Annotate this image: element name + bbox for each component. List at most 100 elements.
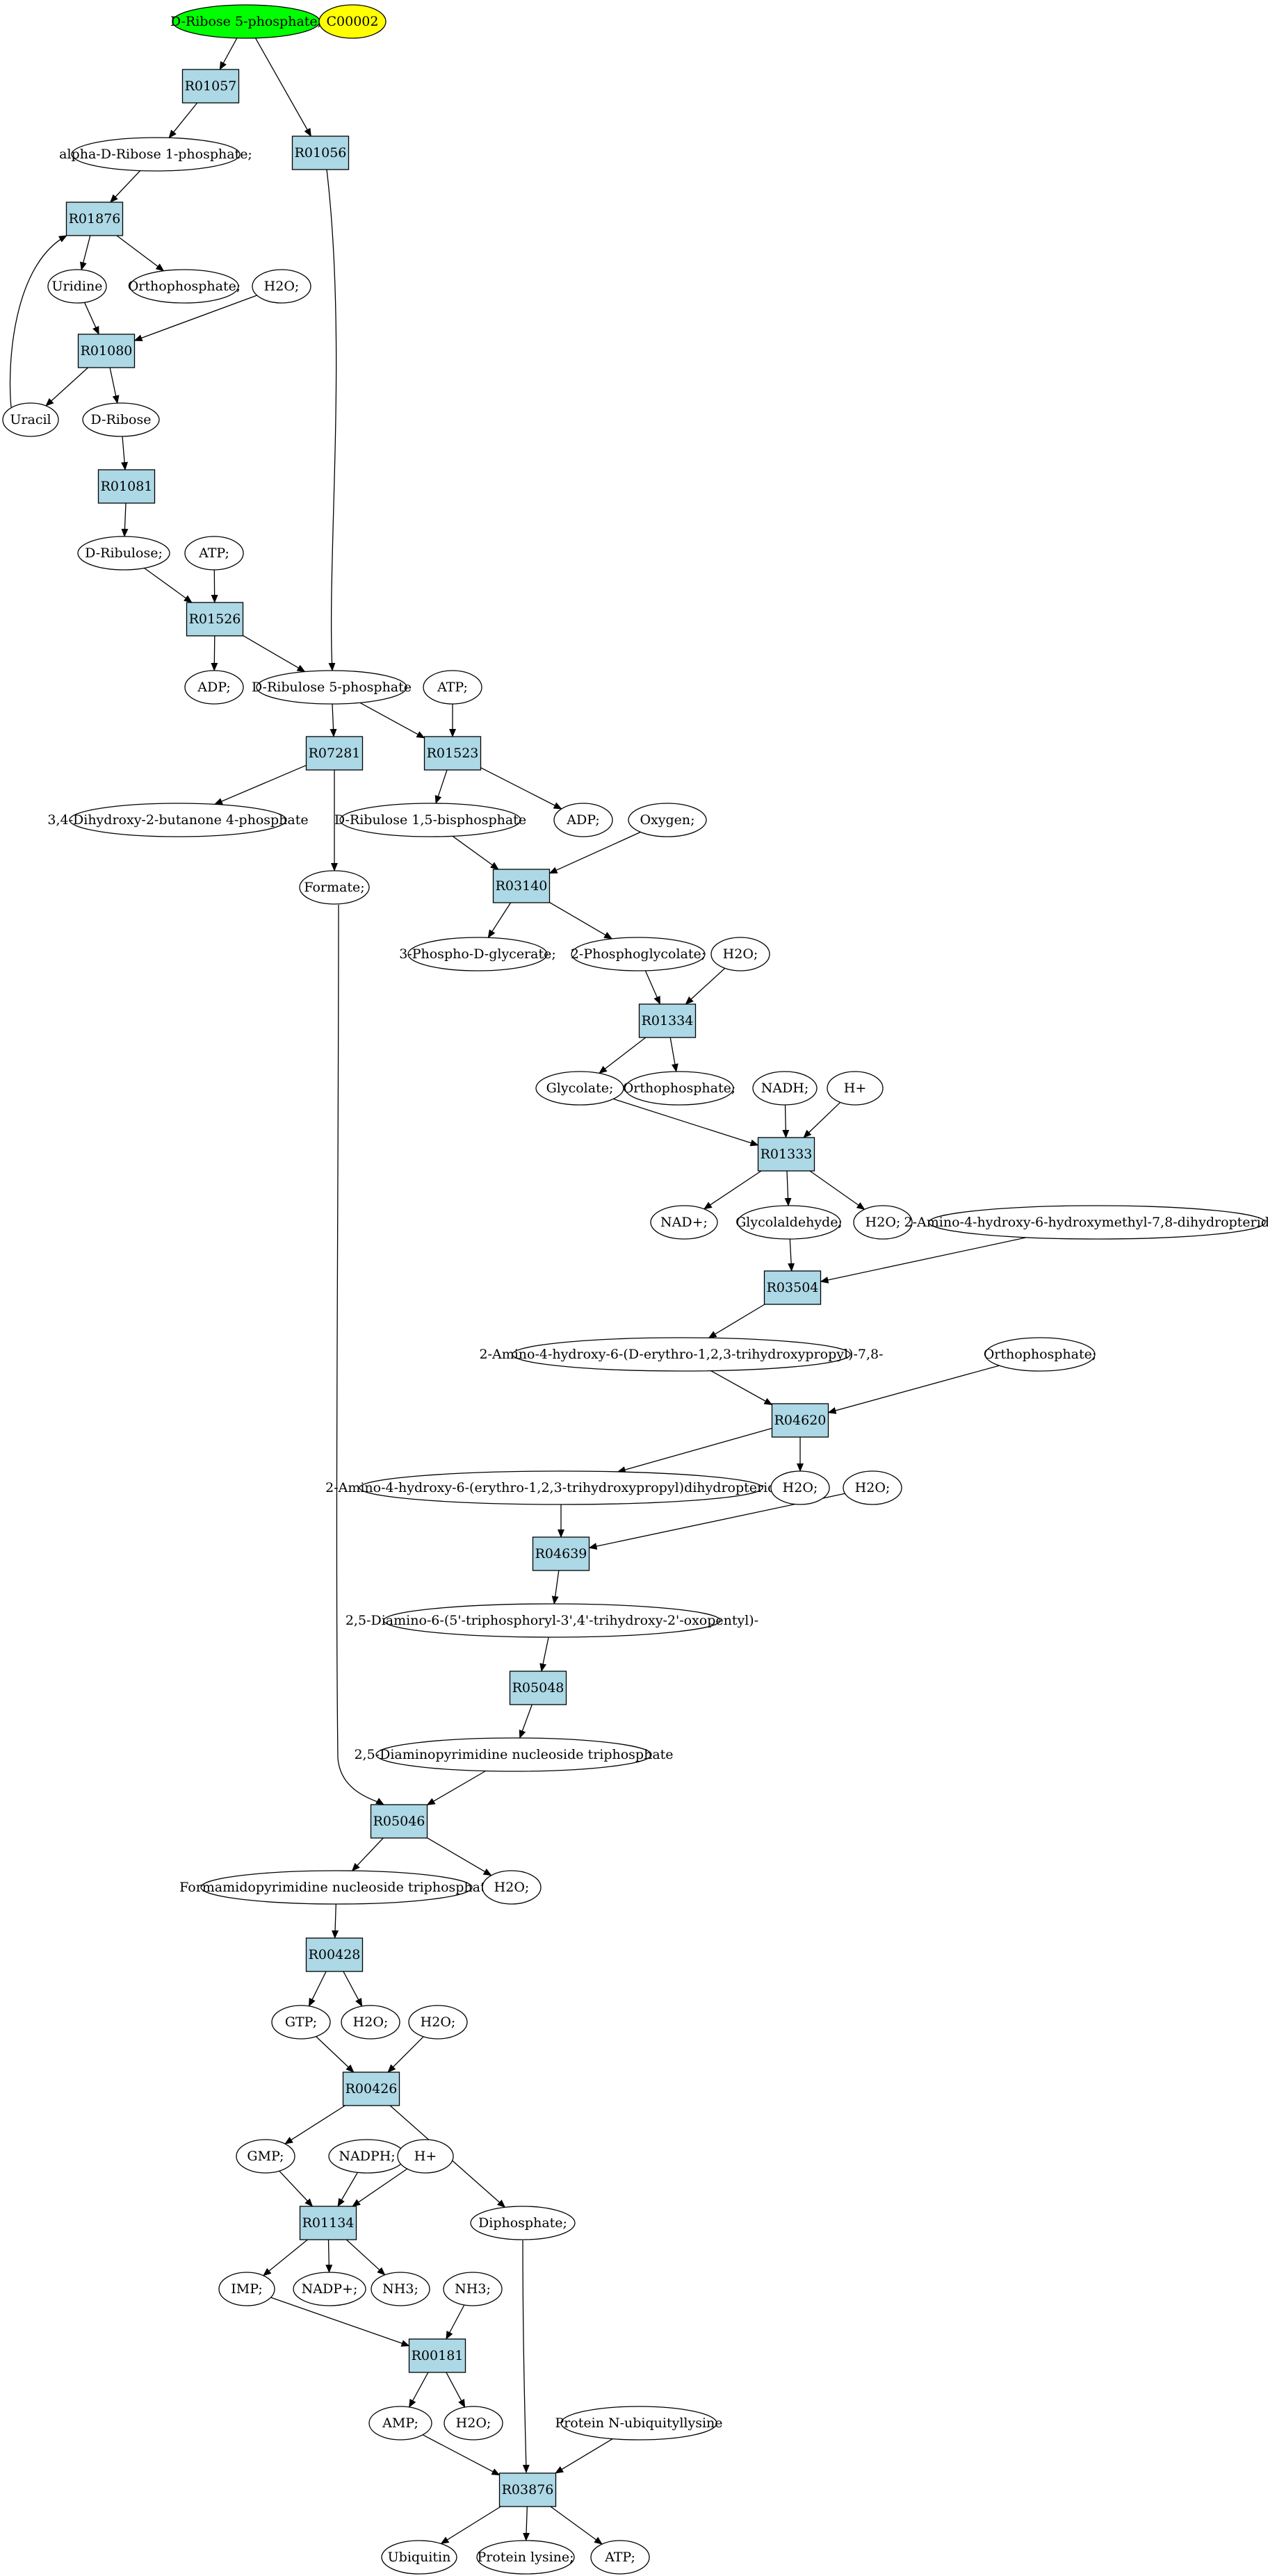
reaction-box <box>498 2472 557 2507</box>
compound-node-c-h2o5[interactable]: H2O; <box>843 1470 902 1505</box>
compound-node-c-nadplus[interactable]: NAD+; <box>650 1205 718 1240</box>
compound-node-c-adp2[interactable]: ADP; <box>553 803 613 837</box>
compound-node-c-gmp[interactable]: GMP; <box>236 2139 295 2174</box>
compound-node-c-ortho3[interactable]: Orthophosphate; <box>984 1337 1097 1372</box>
compound-node-c-h2o6[interactable]: H2O; <box>482 1870 542 1905</box>
reaction-node-r00426[interactable]: R00426 <box>342 2072 400 2106</box>
compound-node-c-fapnt[interactable]: Formamidopyrimidine nucleoside triphosph… <box>179 1870 494 1905</box>
compound-node-c-ortho1[interactable]: Orthophosphate; <box>128 269 241 304</box>
compound-node-c-ahtrihyd[interactable]: 2-Amino-4-hydroxy-6-(erythro-1,2,3-trihy… <box>325 1470 797 1505</box>
edge-r03876-to-c-atp3 <box>550 2506 603 2545</box>
compound-node-c-3pg[interactable]: 3-Phospho-D-glycerate; <box>399 937 556 971</box>
reaction-node-r01134[interactable]: R01134 <box>299 2206 357 2240</box>
compound-node-c-h2o9[interactable]: H2O; <box>444 2406 503 2440</box>
reaction-node-r01876[interactable]: R01876 <box>65 202 124 236</box>
compound-node-c-atp2[interactable]: ATP; <box>423 670 482 705</box>
compound-node-c-c00002[interactable]: C00002 <box>318 4 387 39</box>
compound-node-c-h2o1[interactable]: H2O; <box>252 269 311 304</box>
node-label: Formamidopyrimidine nucleoside triphosph… <box>179 1880 494 1895</box>
node-label: H2O; <box>494 1880 530 1895</box>
reaction-node-r01526[interactable]: R01526 <box>186 602 244 637</box>
reaction-node-r00428[interactable]: R00428 <box>305 1937 364 1972</box>
compound-node-c-ribulose5p[interactable]: D-Ribulose 5-phosphate <box>252 670 412 705</box>
compound-node-c-ubiquitin[interactable]: Ubiquitin <box>381 2540 457 2575</box>
node-label: NH3; <box>455 2281 491 2297</box>
compound-node-c-nadpplus[interactable]: NADP+; <box>293 2272 366 2306</box>
node-label: 2-Amino-4-hydroxy-6-hydroxymethyl-7,8-di… <box>904 1215 1268 1230</box>
reaction-node-r07281[interactable]: R07281 <box>305 736 364 771</box>
compound-node-c-aherythro[interactable]: 2-Amino-4-hydroxy-6-(D-erythro-1,2,3-tri… <box>479 1337 884 1372</box>
reaction-node-r03876[interactable]: R03876 <box>498 2472 557 2507</box>
compound-node-c-rubp[interactable]: D-Ribulose 1,5-bisphosphate <box>334 803 526 837</box>
compound-node-c-dribose[interactable]: D-Ribose <box>82 402 160 437</box>
compound-node-c-amp[interactable]: AMP; <box>368 2406 432 2440</box>
compound-node-c-adp1[interactable]: ADP; <box>184 670 244 705</box>
compound-ellipse <box>407 937 548 971</box>
compound-node-c-dribulose[interactable]: D-Ribulose; <box>77 536 170 571</box>
node-label: GTP; <box>285 2015 317 2030</box>
edge-r01526-to-c-adp1 <box>211 635 218 671</box>
compound-ellipse <box>218 2272 275 2306</box>
compound-node-c-aribose1p[interactable]: alpha-D-Ribose 1-phosphate; <box>59 137 252 172</box>
compound-node-c-uridine[interactable]: Uridine <box>47 269 107 304</box>
compound-node-c-protlys[interactable]: Protein lysine; <box>476 2540 575 2575</box>
compound-node-c-2pg[interactable]: 2-Phosphoglycolate; <box>571 937 706 971</box>
edge-c-amp-to-r03876 <box>422 2434 501 2476</box>
compound-node-c-diamtri[interactable]: 2,5-Diamino-6-(5'-triphosphoryl-3',4'-tr… <box>346 1603 758 1638</box>
compound-node-c-nh3b[interactable]: NH3; <box>443 2272 503 2306</box>
compound-node-c-h2o4[interactable]: H2O; <box>770 1470 830 1505</box>
compound-node-c-hplus1[interactable]: H+ <box>827 1071 884 1106</box>
reaction-node-r04639[interactable]: R04639 <box>532 1536 590 1571</box>
compound-node-c-atp3[interactable]: ATP; <box>590 2540 650 2575</box>
reaction-box <box>291 136 350 170</box>
compound-node-c-pnul[interactable]: Protein N-ubiquityllysine <box>555 2406 723 2440</box>
reaction-node-r01080[interactable]: R01080 <box>77 334 136 368</box>
reaction-node-r01057[interactable]: R01057 <box>181 69 240 104</box>
compound-node-c-h2o8[interactable]: H2O; <box>408 2005 468 2040</box>
compound-node-c-dhb4p[interactable]: 3,4-Dihydroxy-2-butanone 4-phosphate <box>47 803 309 837</box>
node-label: Uridine <box>52 279 103 294</box>
compound-node-c-hplus2[interactable]: H+ <box>397 2139 454 2174</box>
reaction-node-r04620[interactable]: R04620 <box>771 1403 829 1438</box>
compound-node-c-diphos[interactable]: Diphosphate; <box>470 2206 576 2240</box>
compound-node-c-nadh[interactable]: NADH; <box>752 1071 818 1106</box>
compound-node-c-ortho2[interactable]: Orthophosphate; <box>623 1071 736 1106</box>
reaction-node-r01333[interactable]: R01333 <box>757 1137 815 1172</box>
reaction-node-r03140[interactable]: R03140 <box>492 869 551 903</box>
compound-node-c-nh3a[interactable]: NH3; <box>371 2272 430 2306</box>
reaction-node-r01523[interactable]: R01523 <box>423 736 482 771</box>
edge-c-rubp-to-r03140 <box>452 835 499 870</box>
reaction-node-r00181[interactable]: R00181 <box>408 2338 466 2373</box>
compound-node-c-oxygen[interactable]: Oxygen; <box>628 803 707 837</box>
compound-node-c-nadph[interactable]: NADPH; <box>328 2139 406 2174</box>
reaction-node-r01334[interactable]: R01334 <box>638 1003 697 1038</box>
compound-node-c-glycolald[interactable]: Glycolaldehyde; <box>735 1205 843 1240</box>
compound-node-c-h2o3[interactable]: H2O; <box>853 1205 913 1240</box>
node-label: R03876 <box>502 2482 554 2497</box>
compound-node-c-formate[interactable]: Formate; <box>299 870 370 905</box>
compound-ellipse <box>256 670 407 705</box>
compound-node-c-h2o7[interactable]: H2O; <box>341 2005 400 2040</box>
node-label: R01876 <box>69 211 121 227</box>
compound-node-c-ahmdp[interactable]: 2-Amino-4-hydroxy-6-hydroxymethyl-7,8-di… <box>904 1205 1268 1240</box>
reaction-node-r01081[interactable]: R01081 <box>97 469 156 504</box>
compound-node-c-ribose5p[interactable]: D-Ribose 5-phosphate; <box>170 4 322 39</box>
compound-node-c-gtp[interactable]: GTP; <box>271 2005 331 2040</box>
compound-node-c-dapnt[interactable]: 2,5-Diaminopyrimidine nucleoside triphos… <box>354 1737 674 1772</box>
edge-r03876-to-c-ubiquitin <box>440 2506 501 2545</box>
reaction-node-r03504[interactable]: R03504 <box>763 1270 822 1305</box>
reaction-box <box>181 69 240 104</box>
node-label: H2O; <box>421 2015 456 2030</box>
compound-node-c-glycolate[interactable]: Glycolate; <box>535 1071 624 1106</box>
edge-r01080-to-c-dribose <box>109 367 120 404</box>
compound-ellipse <box>293 2272 366 2306</box>
reaction-node-r05046[interactable]: R05046 <box>370 1804 428 1839</box>
reaction-node-r05048[interactable]: R05048 <box>509 1671 567 1705</box>
compound-node-c-uracil[interactable]: Uracil <box>2 402 59 437</box>
reaction-node-r01056[interactable]: R01056 <box>291 136 350 170</box>
compound-node-c-h2o2[interactable]: H2O; <box>710 937 770 971</box>
compound-node-c-imp[interactable]: IMP; <box>218 2272 275 2306</box>
compound-node-c-atp1[interactable]: ATP; <box>184 536 244 571</box>
node-label: R01333 <box>761 1147 813 1162</box>
edge-r01057-to-c-aribose1p <box>168 102 198 139</box>
